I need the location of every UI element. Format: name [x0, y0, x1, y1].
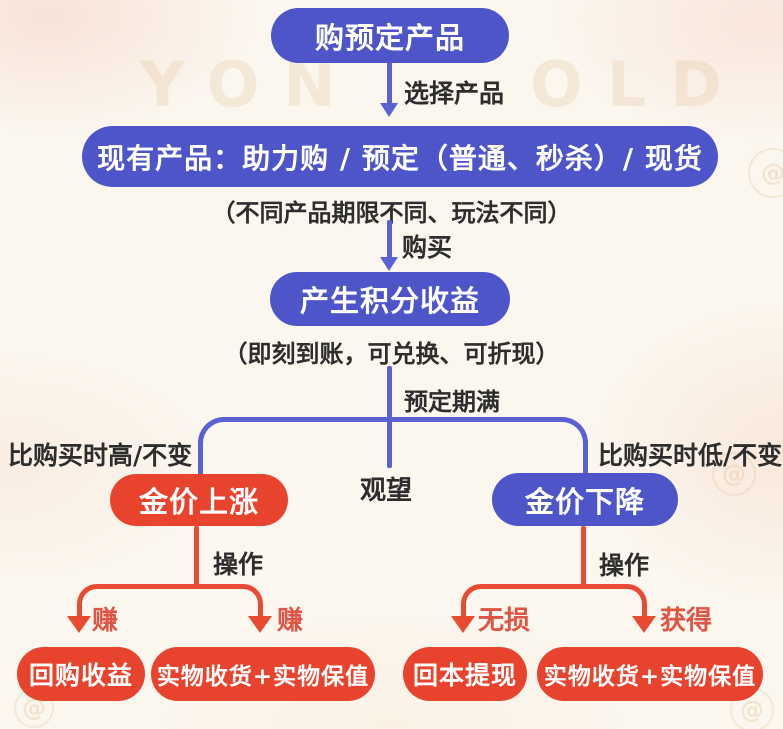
- edge-line: [387, 366, 392, 418]
- edge-label-select-product: 选择产品: [404, 79, 505, 108]
- watermark-text-right: OLD: [530, 48, 746, 121]
- node-wait: 观望: [360, 476, 413, 506]
- edge-label-obtain: 获得: [660, 606, 713, 636]
- node-price-down: 金价下降: [492, 473, 678, 526]
- node-physical-delivery-right: 实物收货+实物保值: [537, 647, 763, 701]
- edge-label-action-right: 操作: [599, 551, 650, 580]
- edge-label-earn-1: 赚: [92, 606, 119, 636]
- edge-line: [387, 220, 392, 258]
- arrow-down-icon: [632, 616, 656, 633]
- node-start: 购预定产品: [271, 8, 509, 63]
- watermark-logo-icon: @: [712, 452, 756, 496]
- note-points: （即刻到账，可兑换、可折现）: [223, 340, 560, 368]
- node-points: 产生积分收益: [270, 272, 510, 326]
- edge-label-earn-2: 赚: [277, 606, 304, 636]
- arrow-down-icon: [380, 257, 398, 271]
- watermark-logo-icon: @: [748, 148, 783, 198]
- edge-label-action-left: 操作: [213, 550, 264, 579]
- node-physical-delivery-left: 实物收货+实物保值: [151, 647, 375, 701]
- edge-line: [581, 526, 586, 586]
- edge-label-expiry: 预定期满: [404, 388, 500, 416]
- edge-label-no-loss: 无损: [478, 606, 531, 636]
- edge-line: [194, 526, 199, 586]
- edge-label-buy: 购买: [402, 233, 453, 262]
- node-price-up: 金价上涨: [110, 474, 288, 526]
- arrow-down-icon: [67, 616, 91, 633]
- condition-price-lower: 比购买时低/不变: [598, 441, 783, 470]
- fork-connector-red-left: [77, 584, 263, 619]
- edge-line: [387, 420, 392, 468]
- node-buyback-income: 回购收益: [17, 647, 145, 701]
- node-principal-withdraw: 回本提现: [403, 647, 527, 701]
- arrow-down-icon: [248, 616, 272, 633]
- edge-line: [387, 62, 392, 104]
- fork-connector-blue: [198, 417, 588, 475]
- arrow-down-icon: [451, 616, 475, 633]
- node-products: 现有产品：助力购 / 预定（普通、秒杀）/ 现货: [82, 126, 718, 187]
- condition-price-higher: 比购买时高/不变: [8, 441, 193, 470]
- watermark-logo-icon: @: [730, 688, 774, 729]
- arrow-down-icon: [380, 103, 398, 117]
- fork-connector-red-right: [461, 584, 647, 619]
